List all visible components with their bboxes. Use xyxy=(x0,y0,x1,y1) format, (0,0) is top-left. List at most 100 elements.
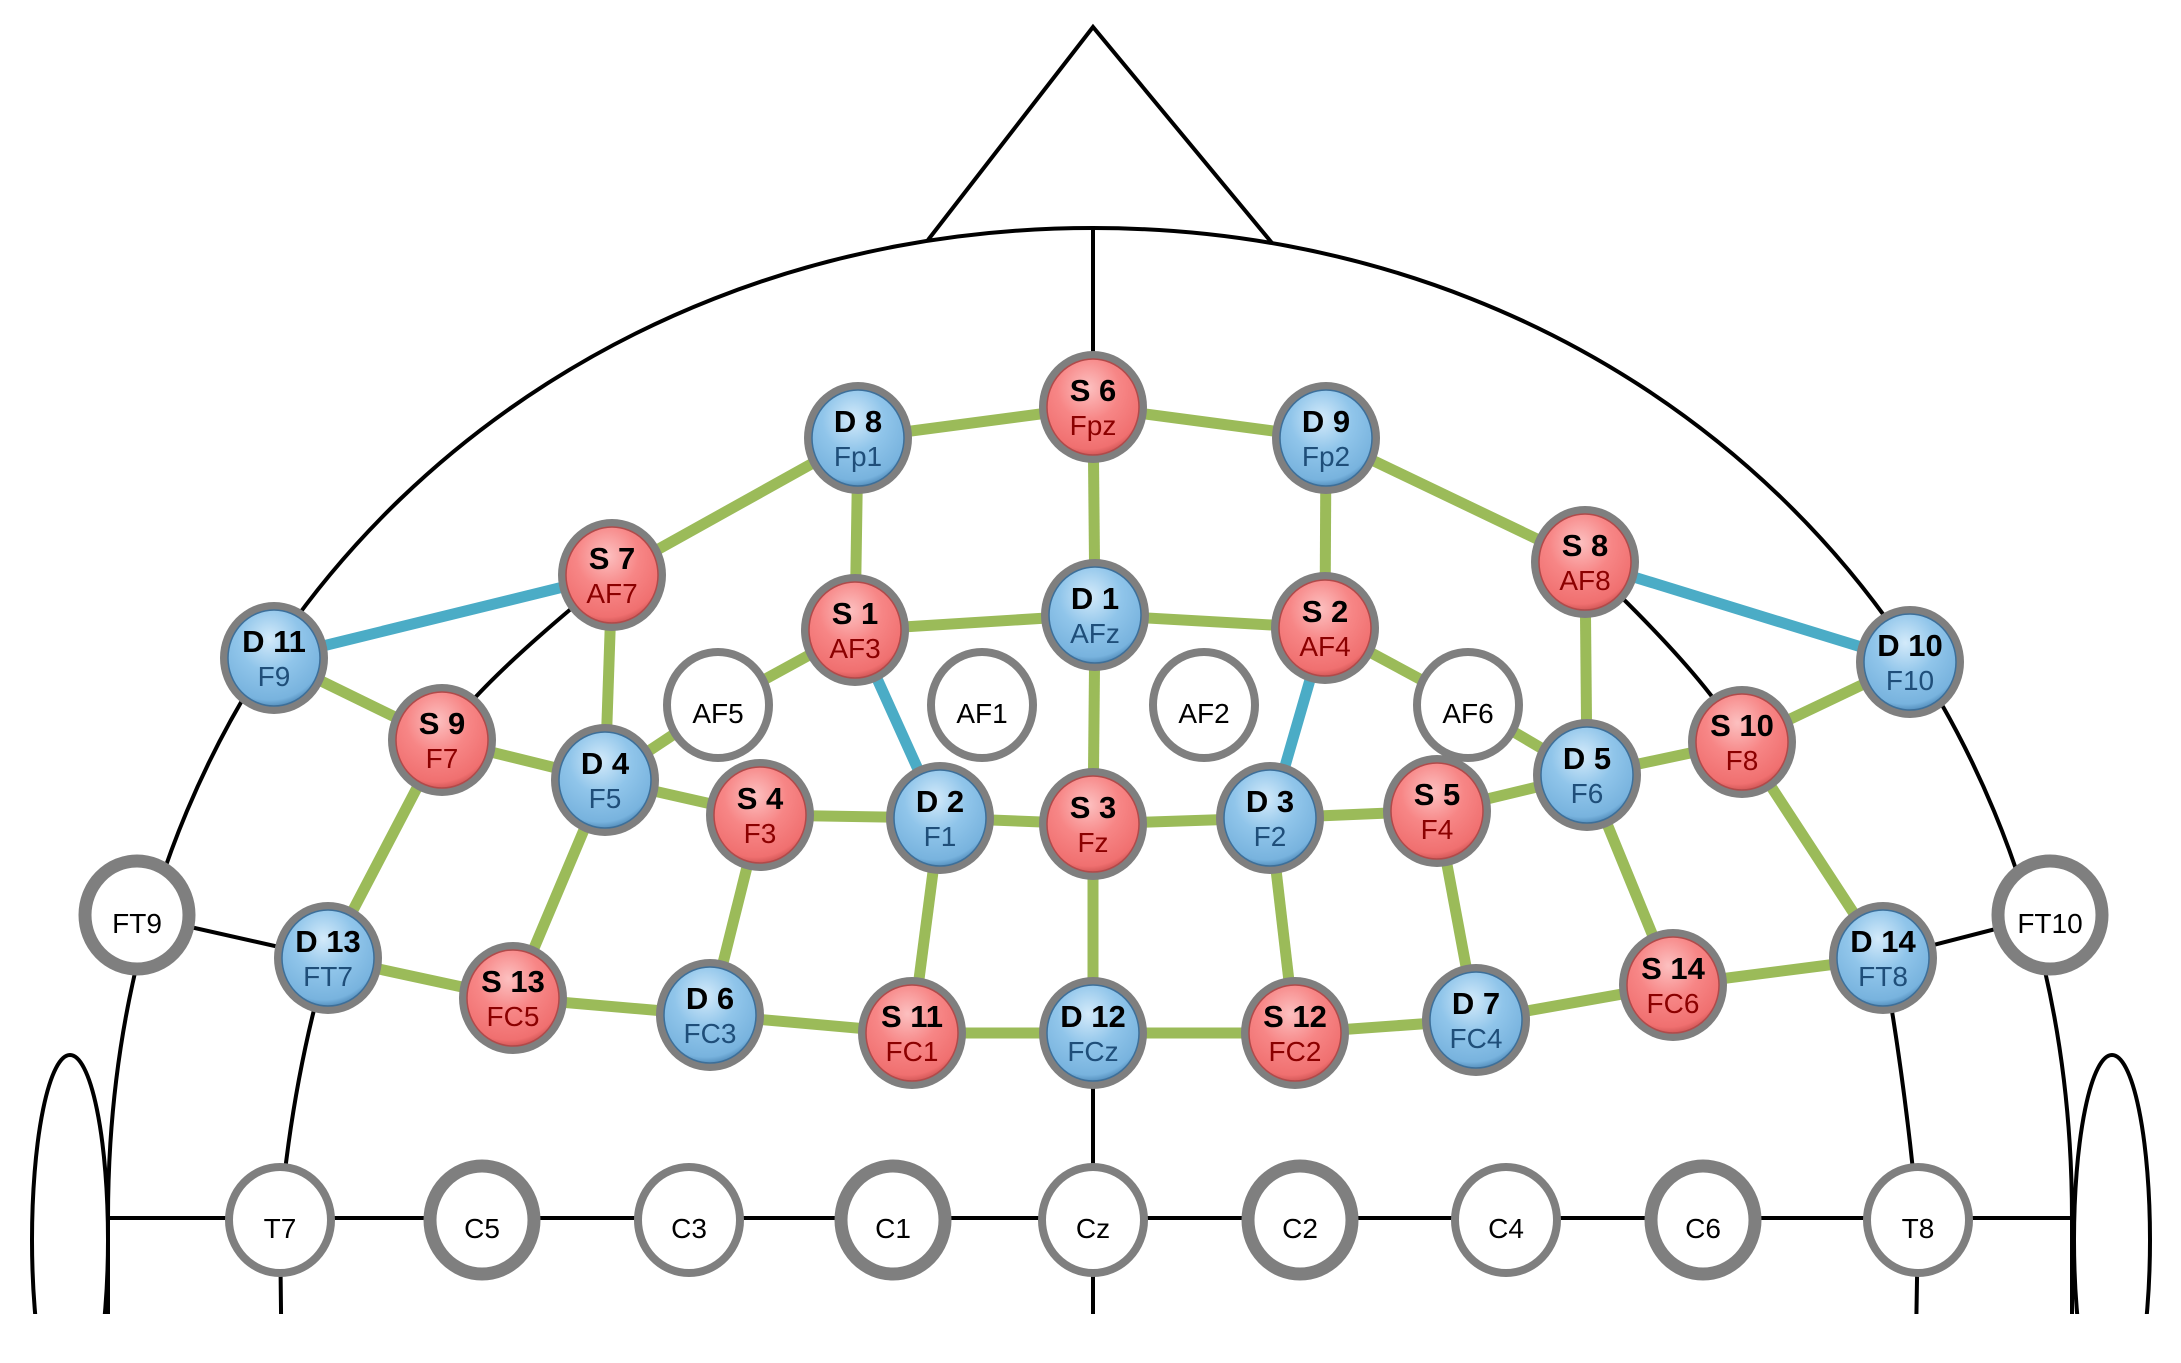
optode-location: Fp2 xyxy=(1302,441,1350,472)
optode-location: F5 xyxy=(589,783,622,814)
reference-label: T8 xyxy=(1902,1213,1935,1244)
optode-location: F7 xyxy=(426,743,459,774)
optode-id: D 14 xyxy=(1850,924,1916,959)
channel-line-long xyxy=(272,569,614,664)
optode-location: F4 xyxy=(1421,814,1454,845)
optode-id: D 1 xyxy=(1071,581,1119,616)
optode-id: S 2 xyxy=(1302,594,1349,629)
reference-electrode-cz: Cz xyxy=(1038,1163,1148,1277)
optode-location: Fp1 xyxy=(834,441,882,472)
optode-id: D 7 xyxy=(1452,986,1500,1021)
reference-label: T7 xyxy=(264,1213,297,1244)
optode-id: D 4 xyxy=(581,746,630,781)
reference-label: Cz xyxy=(1076,1213,1110,1244)
optode-location: F3 xyxy=(744,818,777,849)
optode-location: AF8 xyxy=(1559,565,1610,596)
optode-id: S 1 xyxy=(832,596,879,631)
optode-id: S 8 xyxy=(1562,528,1609,563)
detector-d4: D 4F5 xyxy=(551,724,659,836)
optode-id: D 8 xyxy=(834,404,882,439)
reference-label: FT9 xyxy=(112,908,162,939)
optode-location: F9 xyxy=(258,661,291,692)
reference-electrode-t8: T8 xyxy=(1863,1163,1973,1277)
reference-label: AF2 xyxy=(1178,698,1229,729)
optode-location: F6 xyxy=(1571,778,1604,809)
reference-label: C5 xyxy=(464,1213,500,1244)
reference-electrode-c1: C1 xyxy=(834,1159,952,1281)
reference-electrode-c6: C6 xyxy=(1644,1159,1762,1281)
optode-location: FCz xyxy=(1067,1036,1118,1067)
left-ear xyxy=(30,1053,110,1314)
optode-location: AF7 xyxy=(586,578,637,609)
optode-id: S 3 xyxy=(1070,790,1117,825)
optode-location: F10 xyxy=(1886,665,1934,696)
optode-location: Fz xyxy=(1077,827,1108,858)
optode-id: S 14 xyxy=(1641,951,1706,986)
reference-electrode-c3: C3 xyxy=(634,1163,744,1277)
right-ear xyxy=(2072,1053,2152,1314)
optode-location: FC1 xyxy=(886,1036,939,1067)
optode-location: Fpz xyxy=(1070,410,1117,441)
reference-label: AF5 xyxy=(692,698,743,729)
source-s3: S 3Fz xyxy=(1039,768,1147,880)
reference-label: C3 xyxy=(671,1213,707,1244)
optode-location: FC6 xyxy=(1647,988,1700,1019)
optode-id: S 4 xyxy=(737,781,784,816)
optode-id: D 10 xyxy=(1877,628,1942,663)
optode-location: FC3 xyxy=(684,1018,737,1049)
optode-id: D 9 xyxy=(1302,404,1350,439)
source-s4: S 4F3 xyxy=(706,759,814,871)
optode-id: S 6 xyxy=(1070,373,1117,408)
optode-id: D 6 xyxy=(686,981,734,1016)
reference-label: C2 xyxy=(1282,1213,1318,1244)
optode-id: D 11 xyxy=(242,624,306,659)
nose-shape xyxy=(926,23,1274,245)
optode-location: AF3 xyxy=(829,633,880,664)
optode-id: D 12 xyxy=(1060,999,1125,1034)
optode-id: D 2 xyxy=(916,784,964,819)
optode-location: AF4 xyxy=(1299,631,1350,662)
reference-electrode-af2: AF2 xyxy=(1149,648,1259,762)
optode-id: D 5 xyxy=(1563,741,1611,776)
optode-id: S 10 xyxy=(1710,708,1774,743)
detector-d5: D 5F6 xyxy=(1533,719,1641,831)
reference-electrode-c2: C2 xyxy=(1241,1159,1359,1281)
optode-location: FC2 xyxy=(1269,1036,1322,1067)
reference-label: C6 xyxy=(1685,1213,1721,1244)
optode-location: FC5 xyxy=(487,1001,540,1032)
source-s5: S 5F4 xyxy=(1383,755,1491,867)
optode-location: FC4 xyxy=(1450,1023,1503,1054)
optode-id: S 5 xyxy=(1414,777,1461,812)
reference-electrode-af1: AF1 xyxy=(927,648,1037,762)
optode-id: D 3 xyxy=(1246,784,1294,819)
optode-id: S 13 xyxy=(481,964,545,999)
channel-line-long xyxy=(1583,556,1912,668)
reference-electrode-c5: C5 xyxy=(423,1159,541,1281)
optode-id: S 7 xyxy=(589,541,636,576)
reference-label: C4 xyxy=(1488,1213,1524,1244)
reference-electrode-ft10: FT10 xyxy=(1991,854,2109,976)
reference-label: C1 xyxy=(875,1213,911,1244)
reference-label: AF1 xyxy=(956,698,1007,729)
optode-location: AFz xyxy=(1070,618,1120,649)
optode-location: FT8 xyxy=(1858,961,1908,992)
